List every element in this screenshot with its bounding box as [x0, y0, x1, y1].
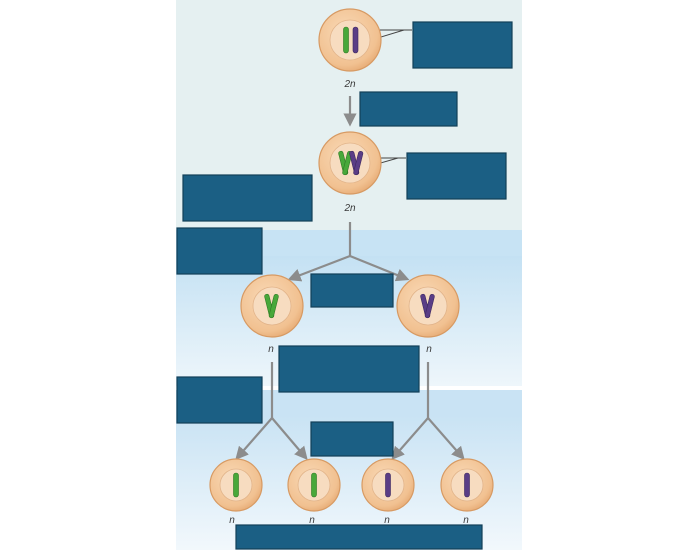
ploidy-label-meiosis1-left: n [268, 344, 274, 355]
chromosome-green-single [311, 472, 317, 498]
chromosome-green-single [233, 472, 239, 498]
chromosome-purple-replicated [349, 150, 364, 176]
label-box-2[interactable] [359, 91, 458, 127]
chromosome-purple [352, 26, 359, 54]
gamete-4 [440, 458, 494, 512]
ploidy-label-parent: 2n [343, 79, 356, 90]
ploidy-label-replicated: 2n [343, 203, 356, 214]
label-box-5[interactable] [176, 227, 263, 275]
arrow-meiosis-2-right-b [427, 417, 465, 460]
gamete-3 [361, 458, 415, 512]
cell-parent [318, 8, 382, 72]
arrows [235, 96, 465, 461]
cell-meiosis-1-left [240, 274, 304, 338]
label-boxes [176, 21, 513, 550]
gamete-1 [209, 458, 263, 512]
label-box-6[interactable] [310, 273, 394, 308]
chromosome-purple-single [464, 472, 470, 498]
ploidy-label-gamete-2: n [309, 515, 315, 526]
label-box-1[interactable] [412, 21, 513, 69]
chromosome-green-x [264, 293, 279, 319]
label-box-3[interactable] [406, 152, 507, 200]
cell-replicated [318, 131, 382, 195]
label-box-4[interactable] [182, 174, 313, 222]
cell-meiosis-1-right [396, 274, 460, 338]
label-box-8[interactable] [176, 376, 263, 424]
arrow-meiosis-1-left [287, 254, 351, 282]
ploidy-label-gamete-3: n [384, 515, 390, 526]
label-box-9[interactable] [310, 421, 394, 457]
gamete-2 [287, 458, 341, 512]
label-box-10[interactable] [235, 524, 483, 550]
arrow-meiosis-2-left-a [235, 417, 273, 460]
ploidy-label-meiosis1-right: n [426, 344, 432, 355]
chromosome-green [343, 26, 349, 54]
chromosome-purple-single [385, 472, 391, 498]
arrow-meiosis-2-right-a [391, 417, 429, 460]
label-box-7[interactable] [278, 345, 420, 393]
chromosome-purple-x [420, 293, 435, 319]
arrow-meiosis-2-left-b [271, 417, 308, 461]
arrow-meiosis-1-right [349, 254, 410, 282]
ploidy-label-gamete-1: n [229, 515, 235, 526]
ploidy-label-gamete-4: n [463, 515, 469, 526]
chromosome-green-replicated [338, 150, 353, 176]
